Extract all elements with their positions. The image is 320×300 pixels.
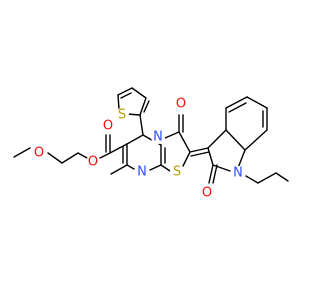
bridgehead-nitrogen-label: N (153, 130, 163, 145)
thiazolone-oxygen-label: O (176, 97, 186, 112)
molecule-structure: O O O S N O N S N O (13, 87, 289, 201)
atom-labels: O O O S N O N S N O (32, 97, 245, 201)
ester-carbonyl-oxygen-label: O (103, 119, 113, 134)
bond-lines (13, 87, 289, 184)
pyrimidine-nitrogen-label: N (137, 165, 147, 180)
indole-nitrogen-label: N (233, 166, 243, 181)
methoxy-oxygen-label: O (34, 146, 44, 161)
oxindole-oxygen-label: O (202, 186, 212, 201)
thiophene-sulfur-label: S (118, 108, 126, 123)
ester-oxygen-label: O (88, 155, 98, 170)
thiazole-sulfur-label: S (173, 165, 181, 180)
